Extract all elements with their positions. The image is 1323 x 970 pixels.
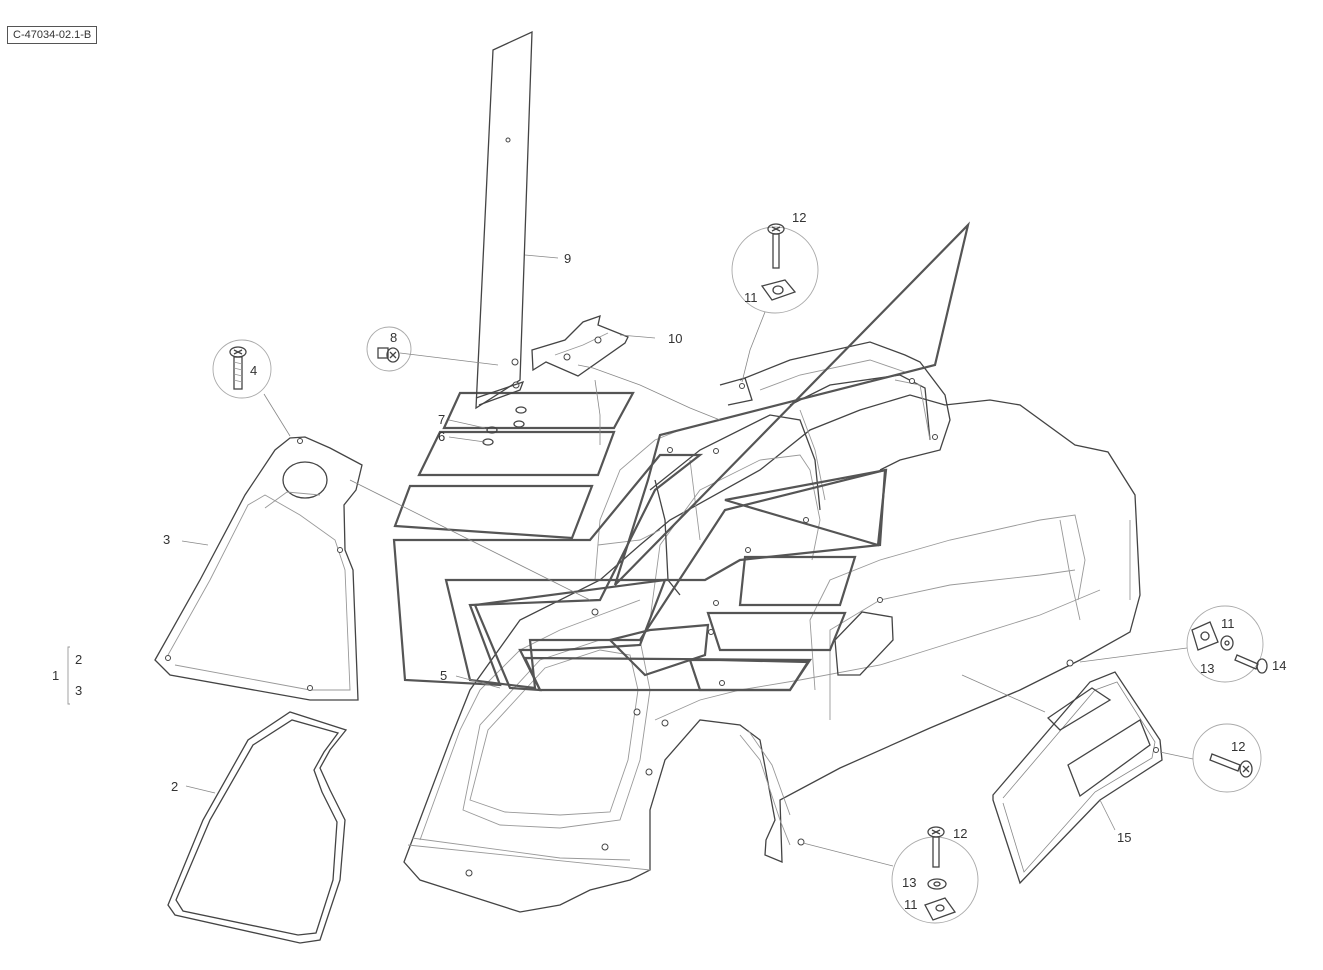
nut-part-11-top-icon	[760, 279, 797, 301]
callout-11-top: 11	[744, 290, 758, 305]
callout-5: 5	[440, 668, 447, 683]
callout-12-top: 12	[792, 210, 806, 225]
callout-12-right: 12	[1231, 739, 1245, 754]
screw-part-12-right-icon	[1209, 753, 1253, 778]
screw-part-4-icon	[229, 346, 247, 390]
callout-12-bottom: 12	[953, 826, 967, 841]
callout-7: 7	[438, 412, 445, 427]
screw-part-14-right-icon	[1234, 654, 1268, 674]
hardware-detail-circles	[212, 226, 1264, 924]
callout-8: 8	[390, 330, 397, 345]
callout-11-right: 11	[1221, 616, 1235, 631]
washer-part-13-bottom-icon	[927, 878, 947, 890]
callout-3: 3	[163, 532, 170, 547]
assembly-bracket	[67, 646, 70, 705]
callout-11-bottom: 11	[904, 897, 918, 912]
callout-2: 2	[171, 779, 178, 794]
callout-3-assembly: 3	[75, 683, 82, 698]
callout-14-right: 14	[1272, 658, 1286, 673]
part-9-vertical-panel	[475, 30, 533, 410]
callout-1: 1	[52, 668, 59, 683]
part-15-plate	[992, 671, 1163, 885]
nut-part-11-bottom-icon	[924, 897, 957, 921]
washer-part-6-7-icon	[482, 406, 527, 446]
nut-part-11-right-icon	[1191, 621, 1219, 651]
callout-13-right: 13	[1200, 661, 1214, 676]
callout-10: 10	[668, 331, 682, 346]
callout-9: 9	[564, 251, 571, 266]
callout-13-bottom: 13	[902, 875, 916, 890]
callout-15: 15	[1117, 830, 1131, 845]
leader-lines	[181, 254, 1194, 867]
part-10-bracket	[531, 314, 629, 377]
callout-4: 4	[250, 363, 257, 378]
screw-part-8-icon	[377, 347, 400, 363]
callout-2-assembly: 2	[75, 652, 82, 667]
part-3-side-panel	[154, 436, 363, 701]
insulation-panel-set	[392, 221, 970, 692]
screw-part-12-top-icon	[767, 223, 785, 269]
part-2-seal	[167, 711, 348, 944]
washer-part-13-right-icon	[1220, 635, 1234, 651]
callout-6: 6	[438, 429, 445, 444]
screw-part-12-bottom-icon	[927, 826, 945, 868]
diagram-reference-code: C-47034-02.1-B	[7, 26, 98, 44]
